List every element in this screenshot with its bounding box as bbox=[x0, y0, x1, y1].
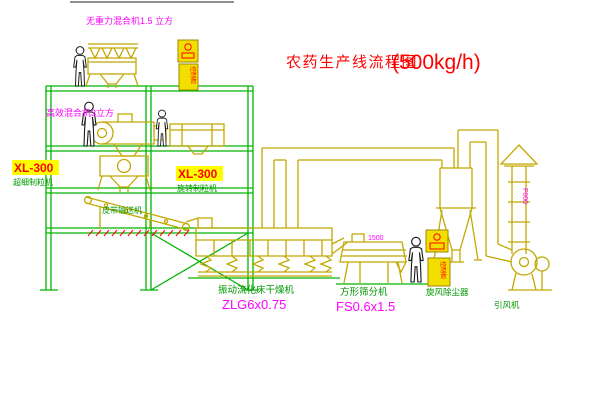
page-title: 农药生产线流程图 bbox=[286, 54, 418, 71]
exhaust-ducts bbox=[261, 129, 513, 263]
floor-hatching bbox=[87, 229, 190, 237]
belt-conveyor bbox=[83, 195, 191, 232]
label-sieve-name: 方形筛分机 bbox=[340, 286, 388, 298]
label-fine-granulator-model: XL-300 bbox=[14, 161, 54, 175]
page-title-capacity: (500kg/h) bbox=[392, 51, 481, 74]
highlight-fine-granulator bbox=[12, 160, 59, 175]
control-cabinet-right: 控制柜 bbox=[425, 229, 451, 287]
label-fan: 引风机 bbox=[494, 300, 520, 310]
rain-cap-stack: F600 bbox=[499, 144, 539, 254]
highlight-rotary-granulator bbox=[176, 166, 223, 181]
control-cabinet-top: 控制柜 bbox=[177, 39, 199, 91]
label-sieve-dimension: 1500 bbox=[368, 235, 384, 242]
induced-draft-fan bbox=[508, 248, 552, 291]
cabinet-top-label: 控制柜 bbox=[189, 66, 197, 84]
label-high-efficiency-mixer: 高效混合机3立方 bbox=[46, 107, 114, 118]
label-dryer-model: ZLG6x0.75 bbox=[222, 297, 286, 312]
label-cyclone: 旋风除尘器 bbox=[426, 287, 469, 297]
label-fine-granulator-name: 超细制粒机 bbox=[13, 177, 53, 187]
label-sieve-model: FS0.6x1.5 bbox=[336, 299, 395, 314]
fluid-bed-dryer bbox=[185, 217, 349, 279]
label-rotary-granulator-model: XL-300 bbox=[178, 167, 218, 181]
fine-granulator bbox=[97, 155, 151, 192]
floor2-feeder bbox=[169, 123, 225, 155]
cabinet-right-label: 控制柜 bbox=[439, 261, 447, 279]
label-belt-conveyor: 皮带输送机 bbox=[102, 205, 142, 215]
worker-figure-4 bbox=[408, 236, 424, 283]
label-dryer-name: 振动流化床干燥机 bbox=[218, 284, 295, 296]
zero-gravity-mixer bbox=[85, 43, 139, 88]
square-sieve bbox=[339, 233, 408, 284]
label-zero-gravity-mixer: 无重力混合机1.5 立方 bbox=[86, 15, 173, 26]
stack-size-label: F600 bbox=[521, 188, 528, 204]
high-efficiency-mixer bbox=[90, 113, 167, 157]
label-rotary-granulator-name: 旋转制粒机 bbox=[177, 183, 217, 193]
worker-figure-1 bbox=[73, 46, 87, 87]
